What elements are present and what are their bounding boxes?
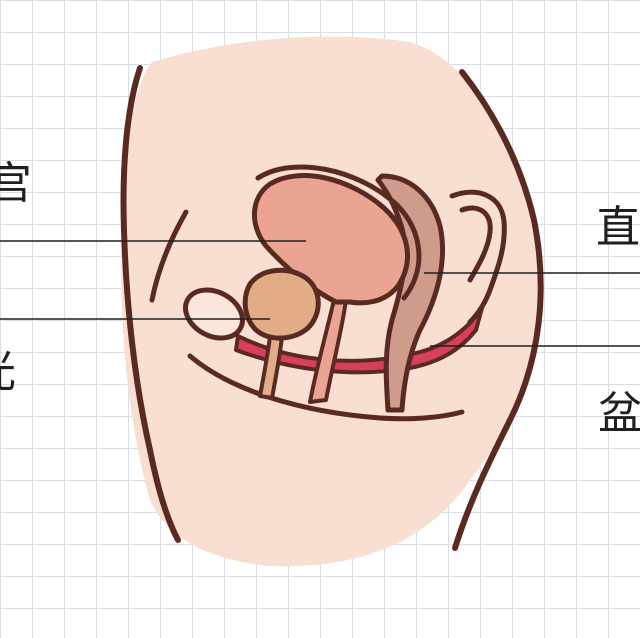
label-pelvic-floor: 盆: [598, 388, 640, 439]
perineum-line: [187, 353, 465, 422]
sacrum-coccyx: [449, 189, 507, 325]
label-uterus: 宫: [0, 158, 32, 209]
label-rectum: 直: [596, 202, 640, 253]
back-outline: [452, 69, 544, 551]
urethra: [258, 334, 284, 400]
bladder: [242, 267, 321, 341]
front-outline: [120, 65, 181, 543]
pubic-curve: [149, 209, 189, 303]
uterus-contour: [255, 164, 422, 301]
pubic-bone: [183, 287, 245, 341]
label-bladder: 光: [0, 350, 16, 394]
vagina: [308, 298, 348, 404]
